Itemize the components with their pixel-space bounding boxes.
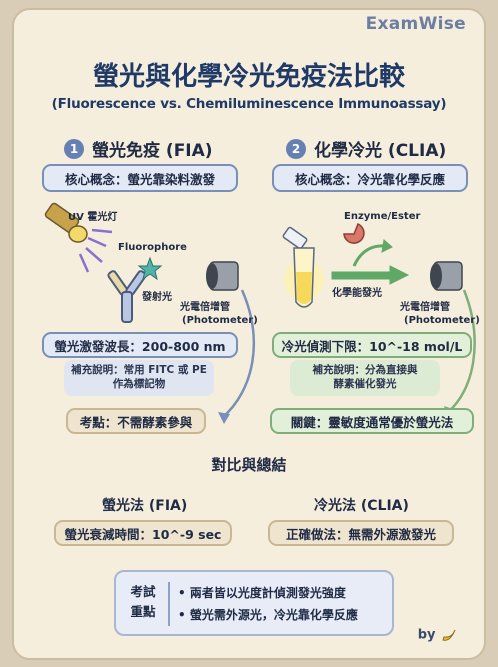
compare-title: 對比與總結 [211, 456, 287, 474]
reagent-tube-icon [282, 226, 308, 250]
clia-note-line1: 補充說明：分為直接與 [312, 364, 418, 376]
clia-heading: 2 化學冷光 (CLIA) [286, 136, 446, 161]
fia-illustration [44, 202, 256, 424]
byline: by [418, 626, 458, 644]
clia-detection-limit: 冷光偵測下限：10^-18 mol/L [272, 332, 472, 358]
glowing-tube-icon [284, 247, 324, 308]
clia-illustration [282, 222, 476, 420]
fia-wavelength: 螢光激發波長：200-800 nm [42, 332, 238, 358]
fia-photometer-icon [206, 261, 239, 291]
uv-lamp-label: UV 霍光灯 [68, 212, 118, 223]
chem-light-label: 化學能發光 [332, 288, 382, 299]
clia-number-badge: 2 [286, 138, 306, 159]
summary-divider [168, 582, 170, 626]
fia-note-line1: 補充說明：常用 FITC 或 PE [71, 364, 207, 376]
summary-heading-line2: 重點 [130, 604, 156, 619]
chem-energy-arrows [331, 239, 410, 285]
compare-left-value: 螢光衰減時間：10^-9 sec [54, 520, 232, 546]
enzyme-icon [343, 222, 365, 244]
compare-right-value: 正確做法：無需外源激發光 [268, 520, 454, 546]
fia-heading: 1 螢光免疫 (FIA) [64, 136, 213, 161]
fluorophore-label: Fluorophore [118, 242, 187, 253]
summary-heading: 考試 重點 [124, 582, 162, 622]
clia-heading-text: 化學冷光 (CLIA) [314, 141, 447, 161]
clia-note-line2: 酵素催化發光 [333, 378, 397, 390]
summary-heading-line1: 考試 [130, 584, 156, 599]
emit-light-label: 發射光 [142, 292, 172, 303]
uv-lamp-icon [44, 202, 88, 243]
fia-detector-label-2: (Photometer) [182, 315, 258, 326]
infographic-card: ExamWise 螢光與化學冷光免疫法比較 (Fluorescence vs. … [12, 8, 486, 660]
clia-detector-label-1: 光電倍增管 [400, 302, 450, 313]
uv-rays-icon [78, 228, 113, 273]
fluorophore-star-icon [137, 256, 163, 281]
fia-note-line2: 作為標記物 [112, 378, 166, 390]
clia-note: 補充說明：分為直接與 酵素催化發光 [290, 360, 440, 396]
exam-summary-box: 考試 重點 • 兩者皆以光度計偵測發光強度 • 螢光需外源光，冷光靠化學反應 [114, 570, 394, 636]
fia-number-badge: 1 [64, 138, 84, 159]
compare-left-title: 螢光法 (FIA) [102, 498, 188, 514]
byline-text: by [417, 627, 436, 643]
page-title: 螢光與化學冷光免疫法比較 [92, 62, 405, 92]
page-subtitle: (Fluorescence vs. Chemiluminescence Immu… [51, 96, 447, 112]
clia-flow-arrow [447, 289, 476, 413]
fia-note: 補充說明：常用 FITC 或 PE 作為標記物 [64, 360, 214, 396]
fia-detector-label-1: 光電倍增管 [180, 302, 230, 313]
summary-point-2: • 螢光需外源光，冷光靠化學反應 [178, 608, 358, 622]
clia-core-concept: 核心概念：冷光靠化學反應 [272, 164, 468, 192]
clia-photometer-icon [430, 261, 463, 291]
fia-heading-text: 螢光免疫 (FIA) [92, 141, 213, 161]
summary-point-1: • 兩者皆以光度計偵測發光強度 [178, 586, 346, 600]
enzyme-label: Enzyme/Ester [344, 211, 421, 222]
clia-key-point: 關鍵：靈敏度通常優於螢光法 [270, 408, 474, 434]
compare-right-title: 冷光法 (CLIA) [314, 498, 409, 514]
clia-detector-label-2: (Photometer) [404, 315, 480, 326]
fia-exam-point: 考點：不需酵素參與 [66, 408, 206, 434]
fia-core-concept: 核心概念：螢光靠染料激發 [42, 164, 238, 192]
brand-logo: ExamWise [365, 14, 466, 34]
antibody-icon [107, 270, 147, 323]
fia-flow-arrow [221, 289, 256, 419]
banana-icon [442, 629, 456, 641]
